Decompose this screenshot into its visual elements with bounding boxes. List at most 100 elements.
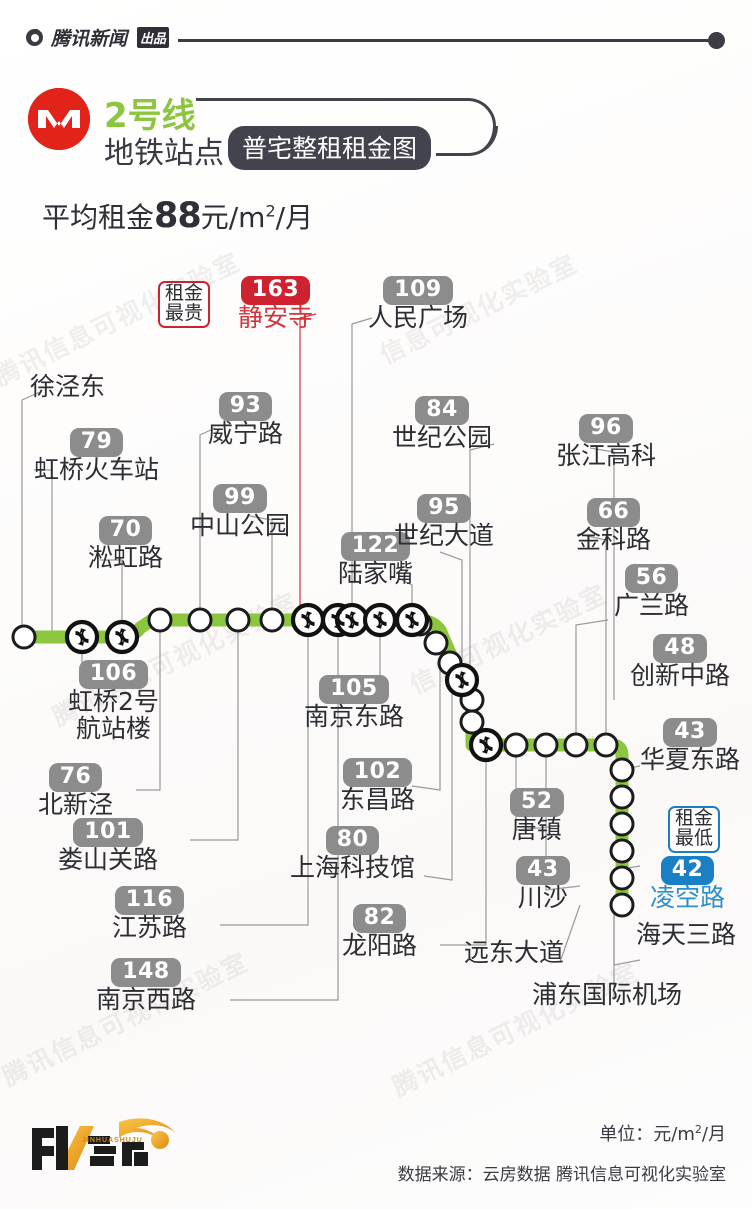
station-name: 南京东路 xyxy=(304,701,405,731)
interchange-arrow-icon xyxy=(75,611,493,754)
average-rent-unit-sup: 2 xyxy=(265,201,276,221)
leader-lines xyxy=(21,313,641,1001)
station-price-badge: 95 xyxy=(417,494,471,523)
station-label-hongqiao-t2: 106 虹桥2号 航站楼 xyxy=(68,660,159,743)
station-name: 静安寺 xyxy=(238,302,314,332)
station-name: 川沙 xyxy=(517,882,568,912)
station-label-shijigongyuan: 84 世纪公园 xyxy=(392,396,492,452)
station-name: 中山公园 xyxy=(190,510,291,540)
station-label-huaxiadonglu: 43 华夏东路 xyxy=(640,718,740,774)
station-name: 浦东国际机场 xyxy=(532,980,683,1009)
station-price-badge: 43 xyxy=(516,856,570,885)
station-price-badge: 101 xyxy=(73,818,143,847)
publisher-header: 腾讯新闻 出品 xyxy=(26,24,170,51)
station-name: 威宁路 xyxy=(208,418,284,448)
station-price-badge: 84 xyxy=(415,396,469,425)
station-label-yuandongdadao: 远东大道 xyxy=(464,938,565,967)
station-price-badge: 105 xyxy=(319,675,389,704)
station-name: 金科路 xyxy=(576,524,652,554)
average-rent-text: 平均租金88元/m2/月 xyxy=(42,196,313,236)
station-label-chuansha: 43 川沙 xyxy=(516,856,570,912)
station-price-badge: 96 xyxy=(579,414,633,443)
station-name: 徐泾东 xyxy=(30,372,106,401)
station-label-beixinjing: 76 北新泾 xyxy=(38,763,113,819)
svg-text:JINHUASHUJU: JINHUASHUJU xyxy=(82,1137,143,1144)
station-label-lujiazui: 122 陆家嘴 xyxy=(338,532,413,588)
title-subtitle: 地铁站点 xyxy=(104,136,224,171)
unit-note: 单位：元/m2/月 xyxy=(599,1120,726,1146)
station-price-badge: 122 xyxy=(340,532,411,561)
station-price-badge: 109 xyxy=(383,276,453,305)
station-label-loushanguan: 101 娄山关路 xyxy=(58,818,158,874)
station-label-jinkelu: 66 金科路 xyxy=(576,498,651,554)
source-note: 数据来源：云房数据 腾讯信息可视化实验室 xyxy=(397,1165,726,1185)
publisher-name: 腾讯新闻 xyxy=(51,28,128,50)
station-name: 世纪大道 xyxy=(394,520,495,550)
station-label-hongqiao-train: 79 虹桥火车站 xyxy=(34,428,159,484)
header-rule xyxy=(178,39,718,42)
station-price-badge: 163 xyxy=(240,276,311,305)
station-price-badge: 93 xyxy=(218,392,273,421)
station-label-weininglu: 93 威宁路 xyxy=(208,392,283,448)
station-price-badge: 82 xyxy=(352,904,407,933)
cheapest-flag: 租金 最低 xyxy=(668,806,721,853)
average-rent-unit-b: /月 xyxy=(275,201,314,234)
title-pill: 普宅整租租金图 xyxy=(228,126,432,170)
station-markers xyxy=(11,602,635,918)
station-label-zhangjianggaoke: 96 张江高科 xyxy=(556,414,656,470)
station-name: 张江高科 xyxy=(556,440,657,470)
most-expensive-flag-line2: 最贵 xyxy=(165,301,204,324)
station-label-nanjingxilu: 148 南京西路 xyxy=(96,958,196,1014)
average-rent-prefix: 平均租金 xyxy=(42,201,155,234)
station-label-jiangsulu: 116 江苏路 xyxy=(112,886,187,942)
station-price-badge: 106 xyxy=(78,660,149,689)
station-name-line2: 航站楼 xyxy=(75,713,151,743)
station-label-renminguangchang: 109 人民广场 xyxy=(368,276,468,332)
header-rule-end-dot xyxy=(708,32,725,49)
cheapest-flag-line1: 租金 xyxy=(675,807,714,829)
station-label-nanjingdonglu: 105 南京东路 xyxy=(304,675,404,731)
station-label-xujingdong: 徐泾东 xyxy=(30,372,106,401)
most-expensive-flag-line1: 租金 xyxy=(165,282,204,304)
station-label-songhonglu: 70 淞虹路 xyxy=(88,516,163,572)
station-label-longyanglu: 82 龙阳路 xyxy=(342,904,417,960)
publisher-tag: 出品 xyxy=(137,27,170,48)
station-price-badge: 76 xyxy=(48,763,103,792)
station-label-guanglanlu: 56 广兰路 xyxy=(614,564,689,620)
station-name: 凌空路 xyxy=(650,882,726,912)
station-name: 陆家嘴 xyxy=(338,558,414,588)
station-name: 北新泾 xyxy=(38,789,114,819)
station-label-jingansi: 163 静安寺 xyxy=(238,276,313,332)
station-price-badge: 66 xyxy=(586,498,641,527)
station-name: 江苏路 xyxy=(112,912,188,942)
station-name: 人民广场 xyxy=(368,302,469,332)
station-name: 远东大道 xyxy=(464,938,565,967)
unit-note-sup: 2 xyxy=(694,1123,702,1136)
line-name: 2号线 xyxy=(104,96,196,136)
station-label-haitiansanlu: 海天三路 xyxy=(636,921,736,949)
station-price-badge: 56 xyxy=(624,564,679,593)
station-price-badge: 79 xyxy=(69,428,124,457)
station-price-badge: 148 xyxy=(111,958,181,987)
interchange-station xyxy=(64,602,504,763)
station-name: 南京西路 xyxy=(96,984,197,1014)
cheapest-flag-line2: 最低 xyxy=(675,826,714,849)
station-name: 龙阳路 xyxy=(342,930,418,960)
station-label-shijidadao: 95 世纪大道 xyxy=(394,494,494,550)
average-rent-value: 88 xyxy=(154,196,202,236)
station-name: 唐镇 xyxy=(511,814,562,844)
unit-note-tail: /月 xyxy=(701,1124,726,1145)
station-price-badge: 80 xyxy=(325,826,380,855)
station-label-zhongshangongyuan: 99 中山公园 xyxy=(190,484,290,540)
station-label-dongchanglu: 102 东昌路 xyxy=(340,758,415,814)
station-price-badge: 116 xyxy=(114,886,185,915)
station-name: 世纪公园 xyxy=(392,422,493,452)
station-label-kejiguan: 80 上海科技馆 xyxy=(290,826,415,882)
station-label-chuangxinzhonglu: 48 创新中路 xyxy=(630,634,730,690)
station-name: 广兰路 xyxy=(614,590,690,620)
station-name: 创新中路 xyxy=(630,660,731,690)
unit-note-label: 单位：元/m xyxy=(599,1124,695,1145)
station-price-badge: 99 xyxy=(213,484,267,513)
